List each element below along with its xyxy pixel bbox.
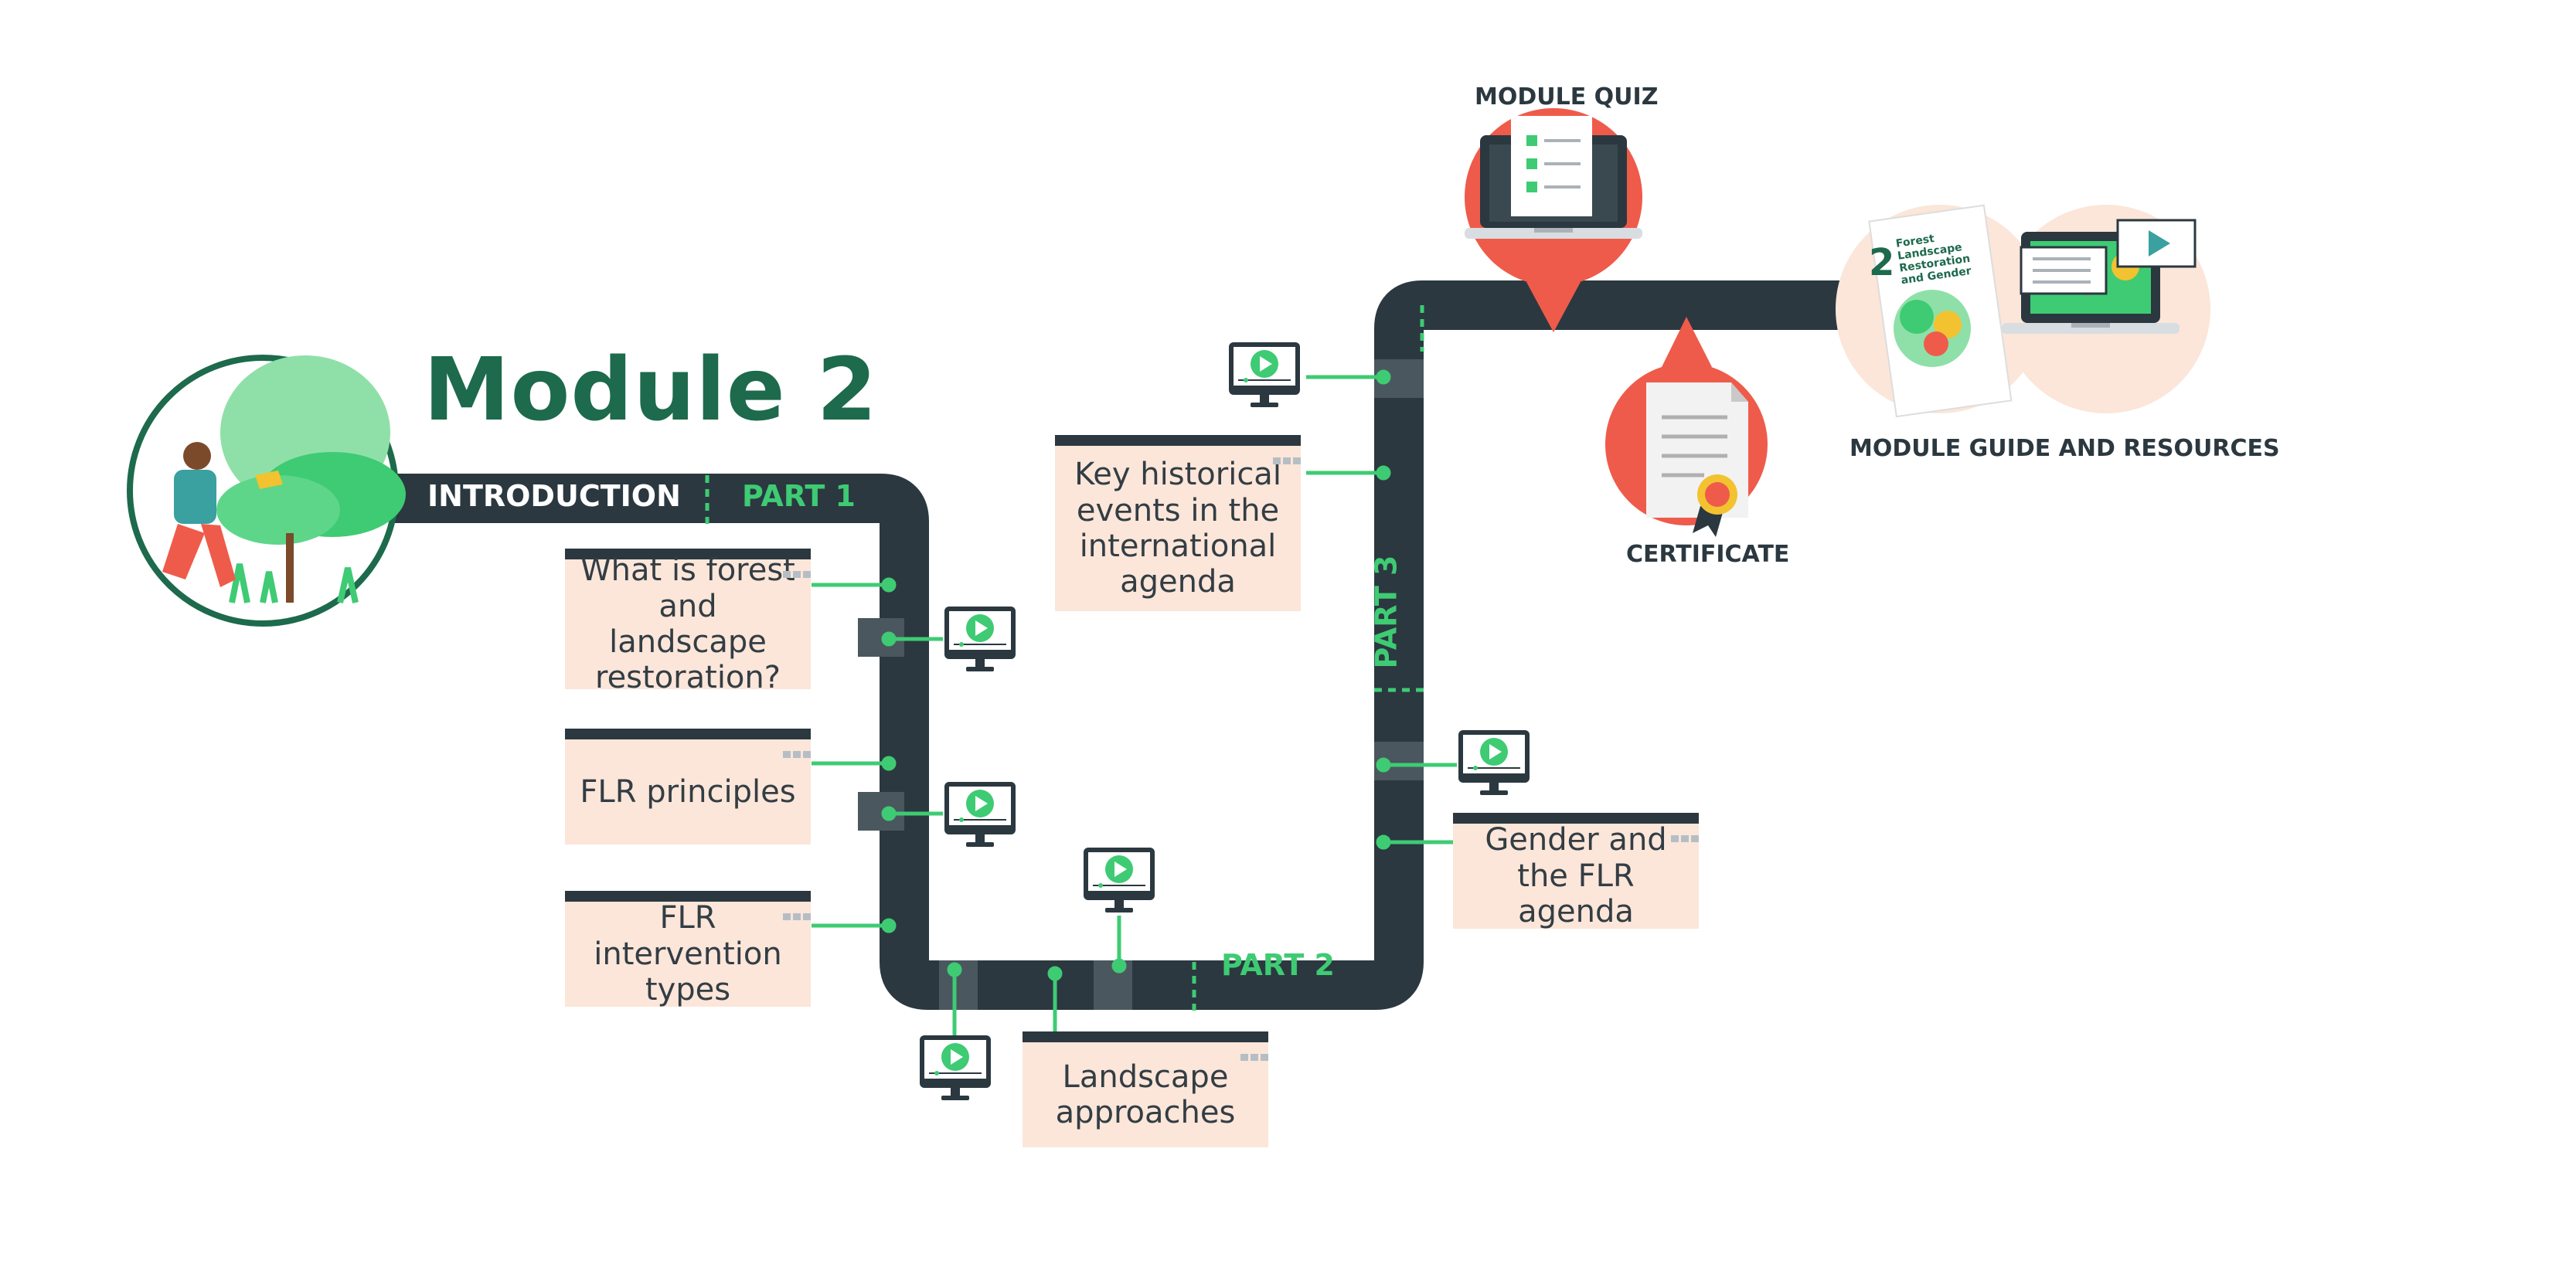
video-monitor-icon[interactable] bbox=[1228, 342, 1301, 408]
connector-lines bbox=[812, 369, 1461, 1039]
laptop-video-icon[interactable] bbox=[2002, 219, 2197, 334]
card-label: FLR principles bbox=[580, 773, 796, 810]
certificate-caption: CERTIFICATE bbox=[1626, 541, 1790, 568]
card-what-is-flr[interactable]: What is forest and landscape restoration… bbox=[565, 549, 811, 695]
guide-book-number: 2 bbox=[1869, 241, 1895, 284]
card-landscape-approaches[interactable]: Landscape approaches bbox=[1023, 1031, 1268, 1147]
card-key-historical-events[interactable]: Key historical events in the internation… bbox=[1055, 435, 1301, 611]
card-label: Landscape approaches bbox=[1055, 1059, 1236, 1130]
module-quiz-caption: MODULE QUIZ bbox=[1475, 83, 1659, 110]
video-monitor-icon[interactable] bbox=[1083, 847, 1155, 913]
window-dots-icon bbox=[780, 892, 811, 920]
card-label: Gender and the FLR agenda bbox=[1485, 822, 1667, 930]
card-label: What is forest and landscape restoration… bbox=[580, 552, 795, 696]
card-flr-intervention-types[interactable]: FLR intervention types bbox=[565, 891, 811, 1008]
intro-label: INTRODUCTION bbox=[427, 479, 681, 513]
video-monitor-icon[interactable] bbox=[944, 606, 1016, 672]
video-monitor-icon[interactable] bbox=[944, 781, 1016, 848]
laptop-quiz-icon[interactable] bbox=[1465, 108, 1642, 332]
part3-label: PART 3 bbox=[1369, 555, 1404, 669]
page-title: Module 2 bbox=[424, 340, 878, 440]
window-dots-icon bbox=[1237, 1033, 1268, 1061]
card-label: FLR intervention types bbox=[594, 900, 782, 1008]
certificate-icon[interactable] bbox=[1605, 317, 1768, 537]
window-dots-icon bbox=[780, 730, 811, 758]
part1-label: PART 1 bbox=[742, 479, 856, 513]
card-label: Key historical events in the internation… bbox=[1074, 457, 1281, 600]
person-watering-plant-illustration bbox=[127, 355, 406, 627]
part2-label: PART 2 bbox=[1221, 948, 1335, 982]
module-guide-caption: MODULE GUIDE AND RESOURCES bbox=[1849, 435, 2280, 462]
card-flr-principles[interactable]: FLR principles bbox=[565, 729, 811, 845]
window-dots-icon bbox=[1270, 437, 1301, 464]
video-monitor-icon[interactable] bbox=[919, 1035, 992, 1101]
card-gender-flr-agenda[interactable]: Gender and the FLR agenda bbox=[1453, 813, 1699, 929]
window-dots-icon bbox=[1668, 814, 1699, 842]
window-dots-icon bbox=[780, 550, 811, 578]
video-monitor-icon[interactable] bbox=[1458, 729, 1530, 796]
